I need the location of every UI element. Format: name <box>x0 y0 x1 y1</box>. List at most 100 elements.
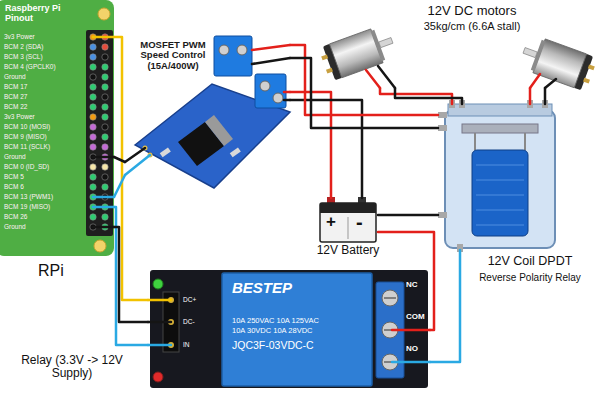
dpdt-relay-art <box>438 100 555 252</box>
model-number: JQC3F-03VDC-C <box>232 340 314 352</box>
gpio-pin <box>102 64 108 70</box>
pin-name: DC+ <box>183 296 196 304</box>
gpio-pin <box>90 84 96 90</box>
wire <box>114 207 148 345</box>
component-caption: 12V DC motors <box>407 4 537 18</box>
component-caption: 12V Battery <box>312 244 384 257</box>
gpio-pin <box>102 134 108 140</box>
wire-stub <box>530 74 540 88</box>
gpio-pin <box>102 94 108 100</box>
wire-stub <box>392 329 430 332</box>
terminal-label: NO <box>406 345 418 354</box>
component-spec: Reverse Polarity Relay <box>465 272 595 283</box>
coil-winding <box>476 180 524 181</box>
gpio-pin <box>102 144 108 150</box>
terminal-screw <box>382 290 398 306</box>
pin-name: BCM 26 <box>4 213 27 221</box>
rpi-board-art <box>0 0 114 256</box>
battery: +-12V Battery <box>318 198 378 242</box>
wire <box>114 157 125 162</box>
pin-name: BCM 3 (SCL) <box>4 53 43 61</box>
gpio-pin <box>90 184 96 190</box>
motor-shaft <box>523 48 537 58</box>
terminal-label: COM <box>406 313 425 322</box>
motor-terminal <box>588 64 595 70</box>
gpio-pin <box>90 94 96 100</box>
coil-winding <box>476 165 524 166</box>
mounting-hole <box>98 8 110 20</box>
coil-winding <box>476 225 524 226</box>
gpio-pin <box>102 44 108 50</box>
relay-tab <box>438 125 447 131</box>
wire <box>114 175 125 197</box>
gpio-pin <box>90 104 96 110</box>
gpio-pin <box>102 174 108 180</box>
wire-stub <box>148 344 171 347</box>
relay-pcb <box>150 270 428 388</box>
gpio-pin <box>90 114 96 120</box>
mounting-hole <box>94 240 106 252</box>
wire-stub <box>125 148 145 162</box>
gpio-header <box>86 30 113 236</box>
screw-slot <box>384 297 396 299</box>
gpio-pin <box>90 214 96 220</box>
pin-name: BCM 9 (MISO) <box>4 133 47 141</box>
pin-name: Ground <box>4 73 26 81</box>
relay-case <box>445 110 555 248</box>
gpio-pin <box>90 54 96 60</box>
pin-name: BCM 2 (SDA) <box>4 43 43 51</box>
wire <box>395 88 462 104</box>
gpio-pin <box>102 84 108 90</box>
polarity-sign: - <box>356 211 363 233</box>
mosfet-module: MOSFET PWM Speed Control (15A/400W) <box>125 30 290 190</box>
led-red <box>153 372 163 382</box>
contact-spring <box>474 133 476 150</box>
wire-stub <box>148 299 171 302</box>
pin-name: BCM 13 (PWM1) <box>4 193 53 201</box>
component-caption: 12V Coil DPDT <box>465 255 595 269</box>
pin-name: BCM 5 <box>4 173 24 181</box>
pin-name: BCM 22 <box>4 103 27 111</box>
gpio-pins <box>90 34 108 230</box>
component-spec: 35kg/cm (6.6A stall) <box>407 20 537 32</box>
gpio-pin <box>90 174 96 180</box>
gpio-pin <box>102 74 108 80</box>
component-caption: Relay (3.3V -> 12V Supply) <box>8 354 136 380</box>
pin-name: BCM 10 (MOSI) <box>4 123 50 131</box>
gpio-pin <box>102 54 108 60</box>
contact-spring <box>524 133 526 150</box>
wire-stub <box>366 70 380 88</box>
terminal-block <box>214 36 252 76</box>
rpi-pcb <box>0 0 114 256</box>
relay-tab <box>438 212 447 218</box>
battery-body <box>320 203 376 242</box>
pin-name: 3v3 Power <box>4 113 35 121</box>
wire <box>380 88 452 104</box>
wire-stub <box>93 156 114 159</box>
terminal-screw <box>260 81 270 91</box>
gpio-pin <box>90 64 96 70</box>
gpio-pin <box>90 44 96 50</box>
wire-stub <box>93 206 114 209</box>
mosfet-tab <box>205 115 233 146</box>
relay-module: BESTEP10A 250VAC 10A 125VAC 10A 30VDC 10… <box>148 268 430 390</box>
battery-top <box>320 203 376 213</box>
relay-tab <box>438 112 447 118</box>
brand-mark: BESTEP <box>232 280 292 297</box>
gpio-pin <box>102 214 108 220</box>
terminal-block <box>255 74 286 108</box>
gpio-pin <box>102 124 108 130</box>
pin-name: Ground <box>4 223 26 231</box>
gpio-pin <box>90 134 96 140</box>
pin-name: 3v3 Power <box>4 33 35 41</box>
pin-name: BCM 17 <box>4 83 27 91</box>
coil-winding <box>476 195 524 196</box>
wire-stub <box>252 45 290 50</box>
terminal-screw <box>237 45 247 55</box>
relay-module-art <box>150 270 428 388</box>
dc-motor <box>318 23 398 81</box>
wire <box>114 227 148 322</box>
pin-name: BCM 19 (MISO) <box>4 203 50 211</box>
